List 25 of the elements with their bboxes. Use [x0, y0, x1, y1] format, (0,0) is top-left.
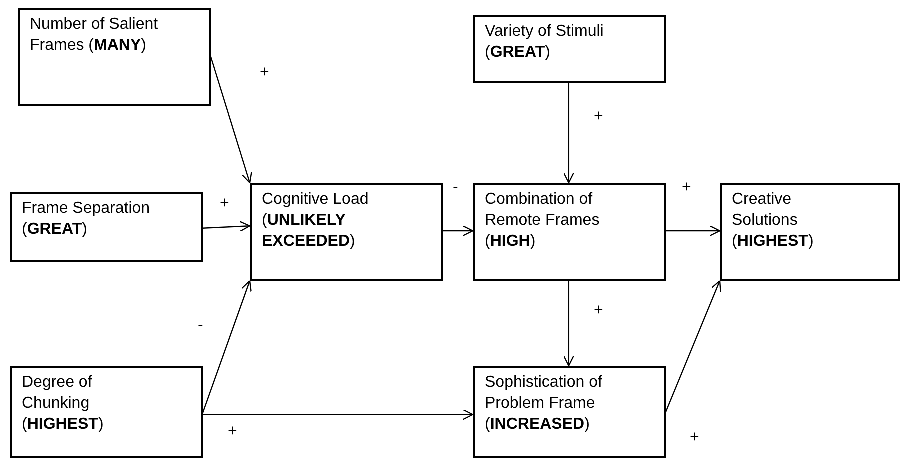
factor-box: [473, 183, 666, 281]
factor-box: [10, 192, 203, 262]
factor-text: Variety of Stimuli (GREAT): [485, 22, 605, 63]
factor-box: [18, 8, 211, 106]
factor-text: Sophistication of Problem Frame (INCREASED): [485, 373, 604, 435]
arrow: [210, 56, 252, 184]
factor-text: Cognitive Load (UNLIKELY EXCEEDED): [262, 190, 370, 252]
arrow: [665, 280, 722, 412]
factor-box: [720, 183, 900, 281]
arrow: [563, 83, 575, 184]
factor-box: [10, 366, 203, 458]
factor-box: [473, 366, 666, 458]
arrow: [666, 225, 721, 237]
arrow: [563, 281, 575, 367]
factor-text: Creative Solutions (HIGHEST): [732, 190, 815, 252]
arrow: [202, 221, 251, 232]
factor-box: [473, 15, 666, 83]
arrow: [443, 225, 474, 237]
factor-box: [250, 183, 443, 281]
arrow: [203, 409, 474, 420]
factor-text: Combination of Remote Frames (HIGH): [485, 190, 601, 252]
factor-text: Number of Salient Frames (MANY): [30, 15, 160, 56]
arrow: [202, 280, 252, 414]
factor-text: Frame Separation (GREAT): [22, 199, 152, 240]
factor-text: Degree of Chunking (HIGHEST): [22, 373, 105, 435]
